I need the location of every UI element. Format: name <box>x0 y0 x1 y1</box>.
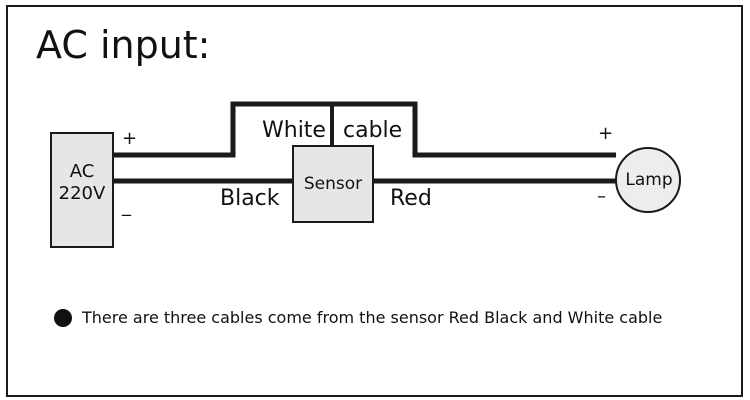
note-text: There are three cables come from the sen… <box>82 308 663 327</box>
sensor-label: Sensor <box>303 174 363 194</box>
red-label: Red <box>390 186 432 211</box>
lamp-plus-label: + <box>598 123 614 144</box>
ac-source-line1: AC <box>69 161 95 182</box>
white-label: White <box>262 118 326 143</box>
black-label: Black <box>220 186 280 211</box>
cable-label: cable <box>343 118 403 143</box>
source-minus-label: _ <box>122 196 131 217</box>
source-plus-label: + <box>122 128 138 149</box>
ac-source-label: AC 220V <box>51 133 113 247</box>
diagram-title: AC input: <box>36 23 211 67</box>
bullet-icon <box>54 308 72 327</box>
live-wire <box>113 101 616 158</box>
sensor-box <box>292 145 374 223</box>
ac-source-box <box>50 132 114 248</box>
note: There are three cables come from the sen… <box>54 308 662 327</box>
ac-source-line2: 220V <box>58 183 106 204</box>
diagram-frame <box>6 5 743 397</box>
lamp-label: Lamp <box>625 170 673 190</box>
lamp-minus-label: – <box>597 186 606 207</box>
